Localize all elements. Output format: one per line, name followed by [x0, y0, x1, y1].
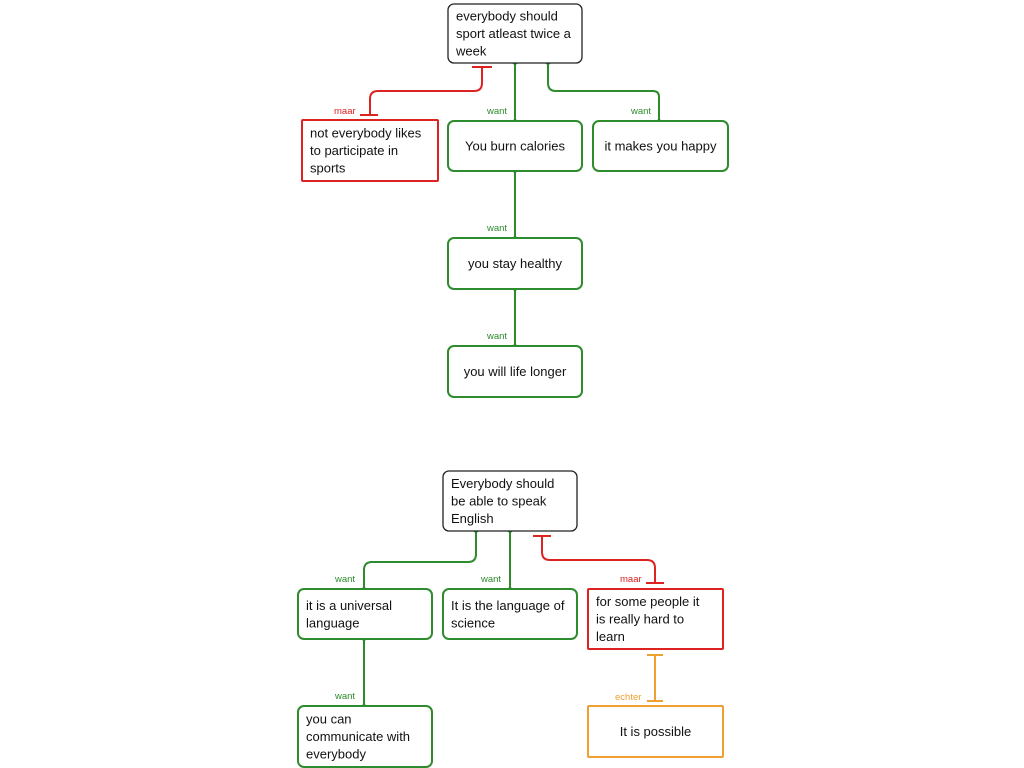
connector-universal-to-claim2[interactable]: want	[334, 531, 481, 589]
connector-possible-to-hard[interactable]: echter	[615, 654, 663, 703]
node-text-line: sport atleast twice a	[456, 26, 572, 41]
connector-label: want	[334, 691, 355, 702]
connector-label: want	[630, 106, 651, 117]
connector-junction	[505, 583, 515, 589]
node-objection[interactable]: not everybody likes to participate in spor…	[301, 119, 439, 182]
connector-label: want	[486, 106, 507, 117]
node-communicate[interactable]: you can communicate with everybody	[297, 705, 433, 768]
node-longer[interactable]: you will life longer	[447, 345, 583, 398]
node-text-line: English	[451, 511, 494, 526]
node-box	[301, 119, 439, 182]
node-text-line: for some people it	[596, 594, 700, 609]
node-calories[interactable]: You burn calories	[447, 120, 583, 172]
node-text-line: everybody	[306, 747, 366, 762]
node-box	[442, 588, 578, 640]
node-box	[447, 3, 583, 64]
node-text-line: not everybody likes	[310, 126, 422, 141]
connector-junction	[471, 531, 481, 537]
node-text-line: it is a universal	[306, 598, 392, 613]
node-claim[interactable]: everybody should sport atleast twice a wee…	[447, 3, 583, 64]
connector-label: echter	[615, 692, 641, 703]
connector-junction	[510, 171, 520, 177]
connector-junction	[654, 115, 664, 121]
connector-label: want	[334, 574, 355, 585]
connector-line	[363, 531, 477, 589]
node-text-line: learn	[596, 629, 625, 644]
connector-line	[547, 63, 660, 121]
node-box	[587, 588, 724, 650]
node-possible[interactable]: It is possible	[587, 705, 724, 758]
node-text-line: science	[451, 615, 495, 630]
node-text-line: it makes you happy	[604, 139, 717, 154]
node-text-line: It is the language of	[451, 598, 565, 613]
node-text-line: you stay healthy	[468, 256, 562, 271]
connector-longer-to-healthy[interactable]: want	[486, 289, 520, 346]
node-text-line: You burn calories	[465, 139, 565, 154]
connector-junction	[510, 63, 520, 69]
node-text-line: sports	[310, 161, 346, 176]
connector-hard-to-claim2[interactable]: maar	[533, 535, 664, 585]
connector-communicate-to-universal[interactable]: want	[334, 639, 369, 706]
connector-label: want	[486, 331, 507, 342]
node-text-line: everybody should	[456, 9, 558, 24]
connector-label: want	[486, 223, 507, 234]
node-text-line: to participate in	[310, 143, 398, 158]
connector-objection-to-claim[interactable]: maar	[334, 66, 492, 117]
connector-junction	[359, 639, 369, 645]
connector-junction	[543, 63, 553, 69]
connector-label: maar	[620, 574, 642, 585]
node-text-line: week	[455, 44, 487, 59]
connector-line	[369, 68, 483, 115]
connector-science-to-claim2[interactable]: want	[480, 531, 515, 589]
node-text-line: you will life longer	[464, 364, 567, 379]
connector-junction	[510, 115, 520, 121]
connector-healthy-to-calories[interactable]: want	[486, 171, 520, 238]
node-hard[interactable]: for some people it is really hard to learn	[587, 588, 724, 650]
node-text-line: It is possible	[620, 724, 692, 739]
node-text-line: be able to speak	[451, 494, 547, 509]
connector-line	[541, 537, 656, 583]
node-text-line: Everybody should	[451, 476, 554, 491]
connector-label: want	[480, 574, 501, 585]
connector-happy-to-claim[interactable]: want	[543, 63, 664, 121]
connector-junction	[510, 232, 520, 238]
node-box	[297, 588, 433, 640]
node-box	[592, 120, 729, 172]
connector-junction	[359, 700, 369, 706]
node-box	[447, 120, 583, 172]
node-box	[587, 705, 724, 758]
connector-junction	[510, 289, 520, 295]
node-box	[447, 345, 583, 398]
node-text-line: you can	[306, 712, 352, 727]
node-happy[interactable]: it makes you happy	[592, 120, 729, 172]
node-healthy[interactable]: you stay healthy	[447, 237, 583, 290]
node-science[interactable]: It is the language of science	[442, 588, 578, 640]
connector-calories-to-claim[interactable]: want	[486, 63, 520, 121]
node-universal[interactable]: it is a universal language	[297, 588, 433, 640]
node-text-line: language	[306, 615, 360, 630]
node-text-line: communicate with	[306, 729, 410, 744]
node-box	[447, 237, 583, 290]
node-box	[442, 470, 578, 532]
connector-junction	[505, 531, 515, 537]
connector-junction	[510, 340, 520, 346]
node-text-line: is really hard to	[596, 612, 684, 627]
connector-junction	[359, 583, 369, 589]
node-box	[297, 705, 433, 768]
connector-label: maar	[334, 106, 356, 117]
